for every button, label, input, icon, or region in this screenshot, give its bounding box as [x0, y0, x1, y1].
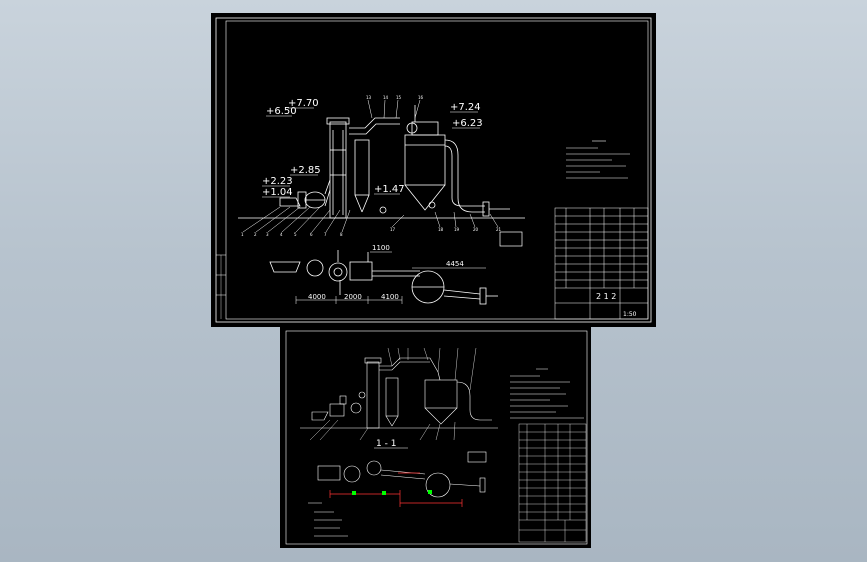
dimension-label: 4000 [308, 293, 326, 301]
reference-box [499, 231, 523, 247]
svg-text:6: 6 [310, 232, 313, 237]
elevation-view [279, 105, 510, 219]
elevation-label: +1.47 [374, 184, 405, 195]
svg-text:5: 5 [294, 232, 297, 237]
sheet-2-reference-box [467, 451, 487, 463]
section-label: 1 - 1 [376, 439, 396, 449]
sheet-2-elevation [300, 357, 498, 429]
drawing-code: 2 1 2 [596, 292, 616, 301]
sheet-2-notes [308, 502, 348, 537]
elevation-leaders [242, 99, 499, 233]
leader-tags: 1 2 3 4 5 6 7 8 13 14 15 16 17 18 19 20 21 [241, 95, 502, 237]
svg-text:8: 8 [340, 232, 343, 237]
elevation-label: +6.50 [266, 106, 297, 117]
svg-text:7: 7 [324, 232, 327, 237]
svg-text:16: 16 [418, 95, 424, 100]
svg-text:17: 17 [390, 227, 396, 232]
sheet-2: 1 - 1 [280, 327, 591, 548]
dimension-label: 1100 [372, 244, 390, 252]
svg-text:20: 20 [473, 227, 479, 232]
elevation-label: +2.23 [262, 176, 293, 187]
svg-text:15: 15 [396, 95, 402, 100]
sheet-2-hidden-markers [352, 490, 432, 495]
elevation-label: +1.04 [262, 187, 293, 198]
svg-text:14: 14 [383, 95, 389, 100]
svg-text:1: 1 [241, 232, 244, 237]
elevation-label: +2.85 [290, 165, 321, 176]
dimension-label: 4100 [381, 293, 399, 301]
elevation-label: +6.23 [452, 118, 483, 129]
sheet-2-technical-notes [510, 368, 584, 419]
sheet-1-inner-frame [225, 20, 649, 320]
sheet-1-background [211, 13, 656, 327]
dimension-label: 2000 [344, 293, 362, 301]
elevation-label: +7.24 [450, 102, 481, 113]
svg-text:4: 4 [280, 232, 283, 237]
parts-list [554, 207, 649, 320]
sheet-2-dimensions [329, 472, 463, 507]
sheet-2-plan [317, 460, 486, 498]
sheet-2-border [285, 330, 588, 545]
plan-dimensions [295, 251, 486, 304]
sheet-2-leaders [309, 347, 477, 441]
elevation-label: +7.70 [288, 98, 319, 109]
elevation-marks: +6.50 +7.70 +7.24 +6.23 +2.85 +2.23 +1.0… [262, 98, 483, 198]
sheet-2-parts-list [518, 423, 587, 543]
sheet-1-border [215, 17, 652, 323]
svg-text:21: 21 [496, 227, 502, 232]
dimension-label: 4454 [446, 260, 464, 268]
svg-text:3: 3 [266, 232, 269, 237]
technical-notes [566, 140, 630, 179]
sheet-2-background [280, 327, 591, 548]
svg-text:19: 19 [454, 227, 460, 232]
plan-view [269, 250, 498, 305]
svg-text:2: 2 [254, 232, 257, 237]
sheet-1-side-strip [216, 254, 226, 319]
svg-text:18: 18 [438, 227, 444, 232]
drawing-scale: 1:50 [623, 311, 637, 318]
sheet-1: 1 2 3 4 5 6 7 8 13 14 15 16 17 18 19 20 21 +6.50 +7… [211, 13, 656, 327]
svg-text:13: 13 [366, 95, 372, 100]
